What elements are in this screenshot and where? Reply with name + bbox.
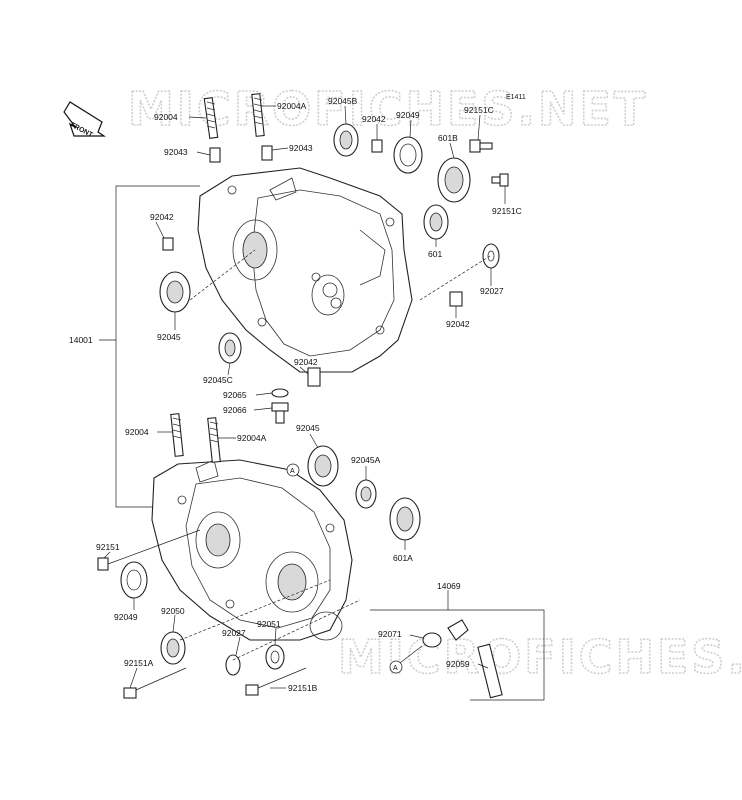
dowel-92043-right [261,145,273,161]
stud-92004-top [203,97,219,139]
label-92042-lower: 92042 [294,357,318,367]
bearing-92045-bottom [307,445,339,487]
label-92065: 92065 [223,390,247,400]
upper-crankcase-half [197,167,413,373]
leader-lines [103,105,506,689]
label-92151C-top: 92151C [464,105,494,115]
label-92027-right: 92027 [480,286,504,296]
label-92027-bottom: 92027 [222,628,246,638]
lower-crankcase-half [151,459,353,641]
label-92049-bottom: 92049 [114,612,138,622]
front-arrow-icon: FRONT [63,101,106,139]
label-92043-left: 92043 [164,147,188,157]
washer-92027-bottom [225,654,241,676]
bolt-92151 [97,529,201,571]
label-92042-mid: 92042 [446,319,470,329]
label-92004A-top: 92004A [277,101,307,111]
bearing-92045-left [159,271,191,313]
bracket-14001 [99,185,200,508]
part-labels: 92004 92004A 92045B 92042 92049 92151C 9… [69,96,522,693]
label-92045A: 92045A [351,455,381,465]
label-92042-top: 92042 [362,114,386,124]
dowel-92042-right [449,291,463,307]
bolt-92151C-top [469,139,493,153]
label-92045C: 92045C [203,375,233,385]
svg-text:A: A [393,665,398,672]
label-601: 601 [428,249,442,259]
dowel-92042-lower [307,367,321,387]
bearing-92045A [355,479,377,509]
bearing-601A [389,497,421,541]
label-92045-left: 92045 [157,332,181,342]
label-92004A-bottom: 92004A [237,433,267,443]
svg-text:A: A [290,468,295,475]
label-92004-bottom: 92004 [125,427,149,437]
plug-92066 [271,402,289,424]
label-92151: 92151 [96,542,120,552]
label-92043-right: 92043 [289,143,313,153]
label-601B: 601B [438,133,458,143]
label-92045-bottom: 92045 [296,423,320,433]
dowel-92042-left [162,237,174,251]
bolt-92151B [245,667,307,696]
dowel-92042-top [371,139,383,153]
stud-92004A-bottom [207,417,221,463]
diagram-code: E1411 [506,94,526,101]
bolt-92151A [123,667,187,699]
seal-92049-top [393,136,423,174]
watermark-bottom: MICROFICHES.NET [338,630,742,684]
seal-92051 [265,644,285,670]
callout-a-top: A [286,463,300,477]
label-92045B: 92045B [328,96,358,106]
stud-92004A-top [251,93,265,137]
bearing-601 [423,204,449,240]
label-92151C-right: 92151C [492,206,522,216]
label-92042-left: 92042 [150,212,174,222]
label-14001: 14001 [69,335,93,345]
label-92151B: 92151B [288,683,318,693]
bearing-92045C [218,332,242,364]
callout-a-bottom: A [389,660,403,674]
bearing-92050 [160,631,186,665]
bearing-92045B [333,123,359,157]
washer-92027-right [482,243,500,269]
label-92049-top: 92049 [396,110,420,120]
bearing-601B [437,157,471,203]
label-92051: 92051 [257,619,281,629]
breather-assembly-14069 [370,590,545,701]
washer-92065 [271,388,289,398]
label-92066: 92066 [223,405,247,415]
label-92151A: 92151A [124,658,154,668]
label-14069: 14069 [437,581,461,591]
label-92071: 92071 [378,629,402,639]
bolt-92151C-right [491,173,509,187]
label-92059: 92059 [446,659,470,669]
dowel-92043-left [209,147,221,163]
label-92004-top: 92004 [154,112,178,122]
label-92050: 92050 [161,606,185,616]
seal-92049-bottom [120,561,148,599]
stud-92004-bottom [170,413,184,457]
label-601A: 601A [393,553,413,563]
